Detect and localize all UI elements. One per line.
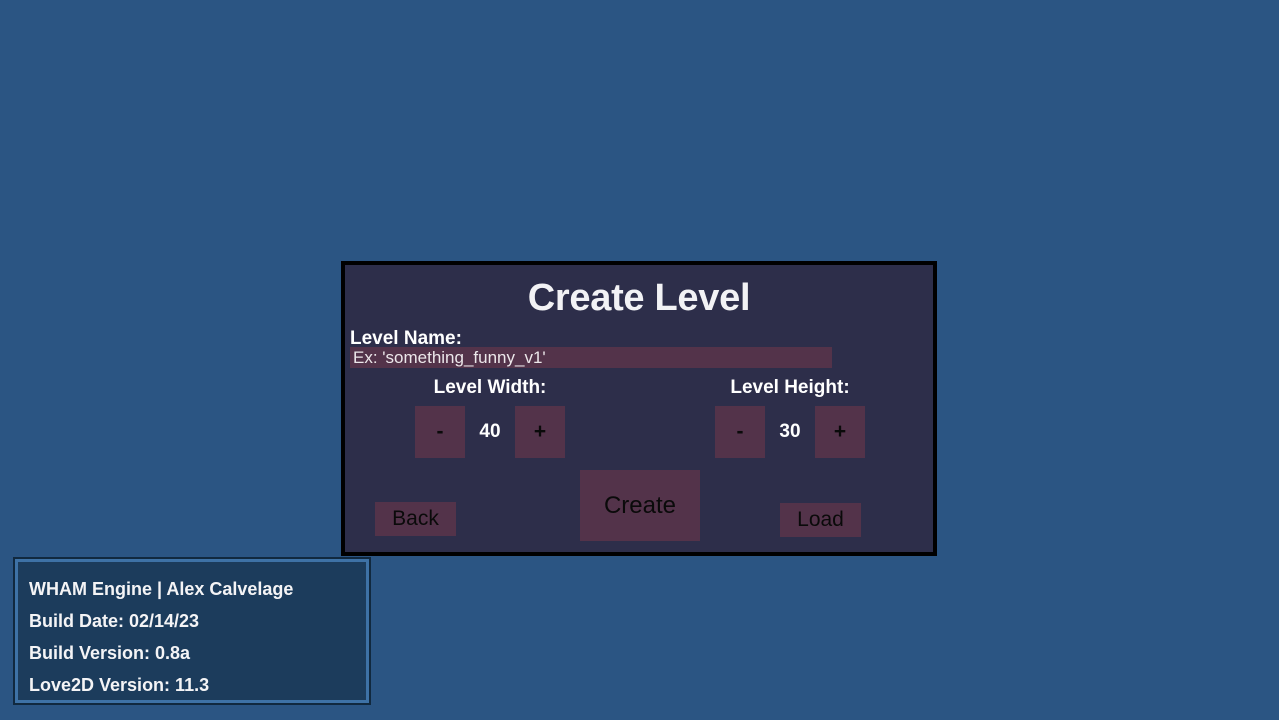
level-width-increment-button[interactable]: + bbox=[515, 406, 565, 458]
build-info-box: WHAM Engine | Alex Calvelage Build Date:… bbox=[13, 557, 371, 705]
level-name-placeholder: Ex: 'something_funny_v1' bbox=[353, 347, 546, 367]
build-info-version: Build Version: 0.8a bbox=[29, 643, 191, 663]
build-info-love2d-version: Love2D Version: 11.3 bbox=[29, 675, 210, 695]
level-height-increment-button[interactable]: + bbox=[815, 406, 865, 458]
level-width-value: 40 bbox=[479, 421, 501, 442]
level-name-input[interactable]: Ex: 'something_funny_v1' bbox=[350, 347, 832, 368]
level-height-decrement-button[interactable]: - bbox=[715, 406, 765, 458]
level-height-controls: - 30 + bbox=[715, 406, 865, 458]
level-name-label: Level Name: bbox=[350, 328, 462, 349]
create-button[interactable]: Create bbox=[580, 470, 700, 541]
level-width-label: Level Width: bbox=[433, 377, 547, 398]
create-level-panel: Create Level Level Name: Ex: 'something_… bbox=[341, 261, 937, 556]
build-info-engine: WHAM Engine | Alex Calvelage bbox=[29, 579, 294, 599]
build-info-date: Build Date: 02/14/23 bbox=[29, 611, 200, 631]
back-button[interactable]: Back bbox=[375, 502, 456, 536]
load-button[interactable]: Load bbox=[780, 503, 861, 537]
level-width-decrement-button[interactable]: - bbox=[415, 406, 465, 458]
level-width-controls: - 40 + bbox=[415, 406, 565, 458]
panel-title: Create Level bbox=[527, 277, 751, 319]
level-height-label: Level Height: bbox=[730, 377, 850, 398]
level-height-value: 30 bbox=[779, 421, 801, 442]
